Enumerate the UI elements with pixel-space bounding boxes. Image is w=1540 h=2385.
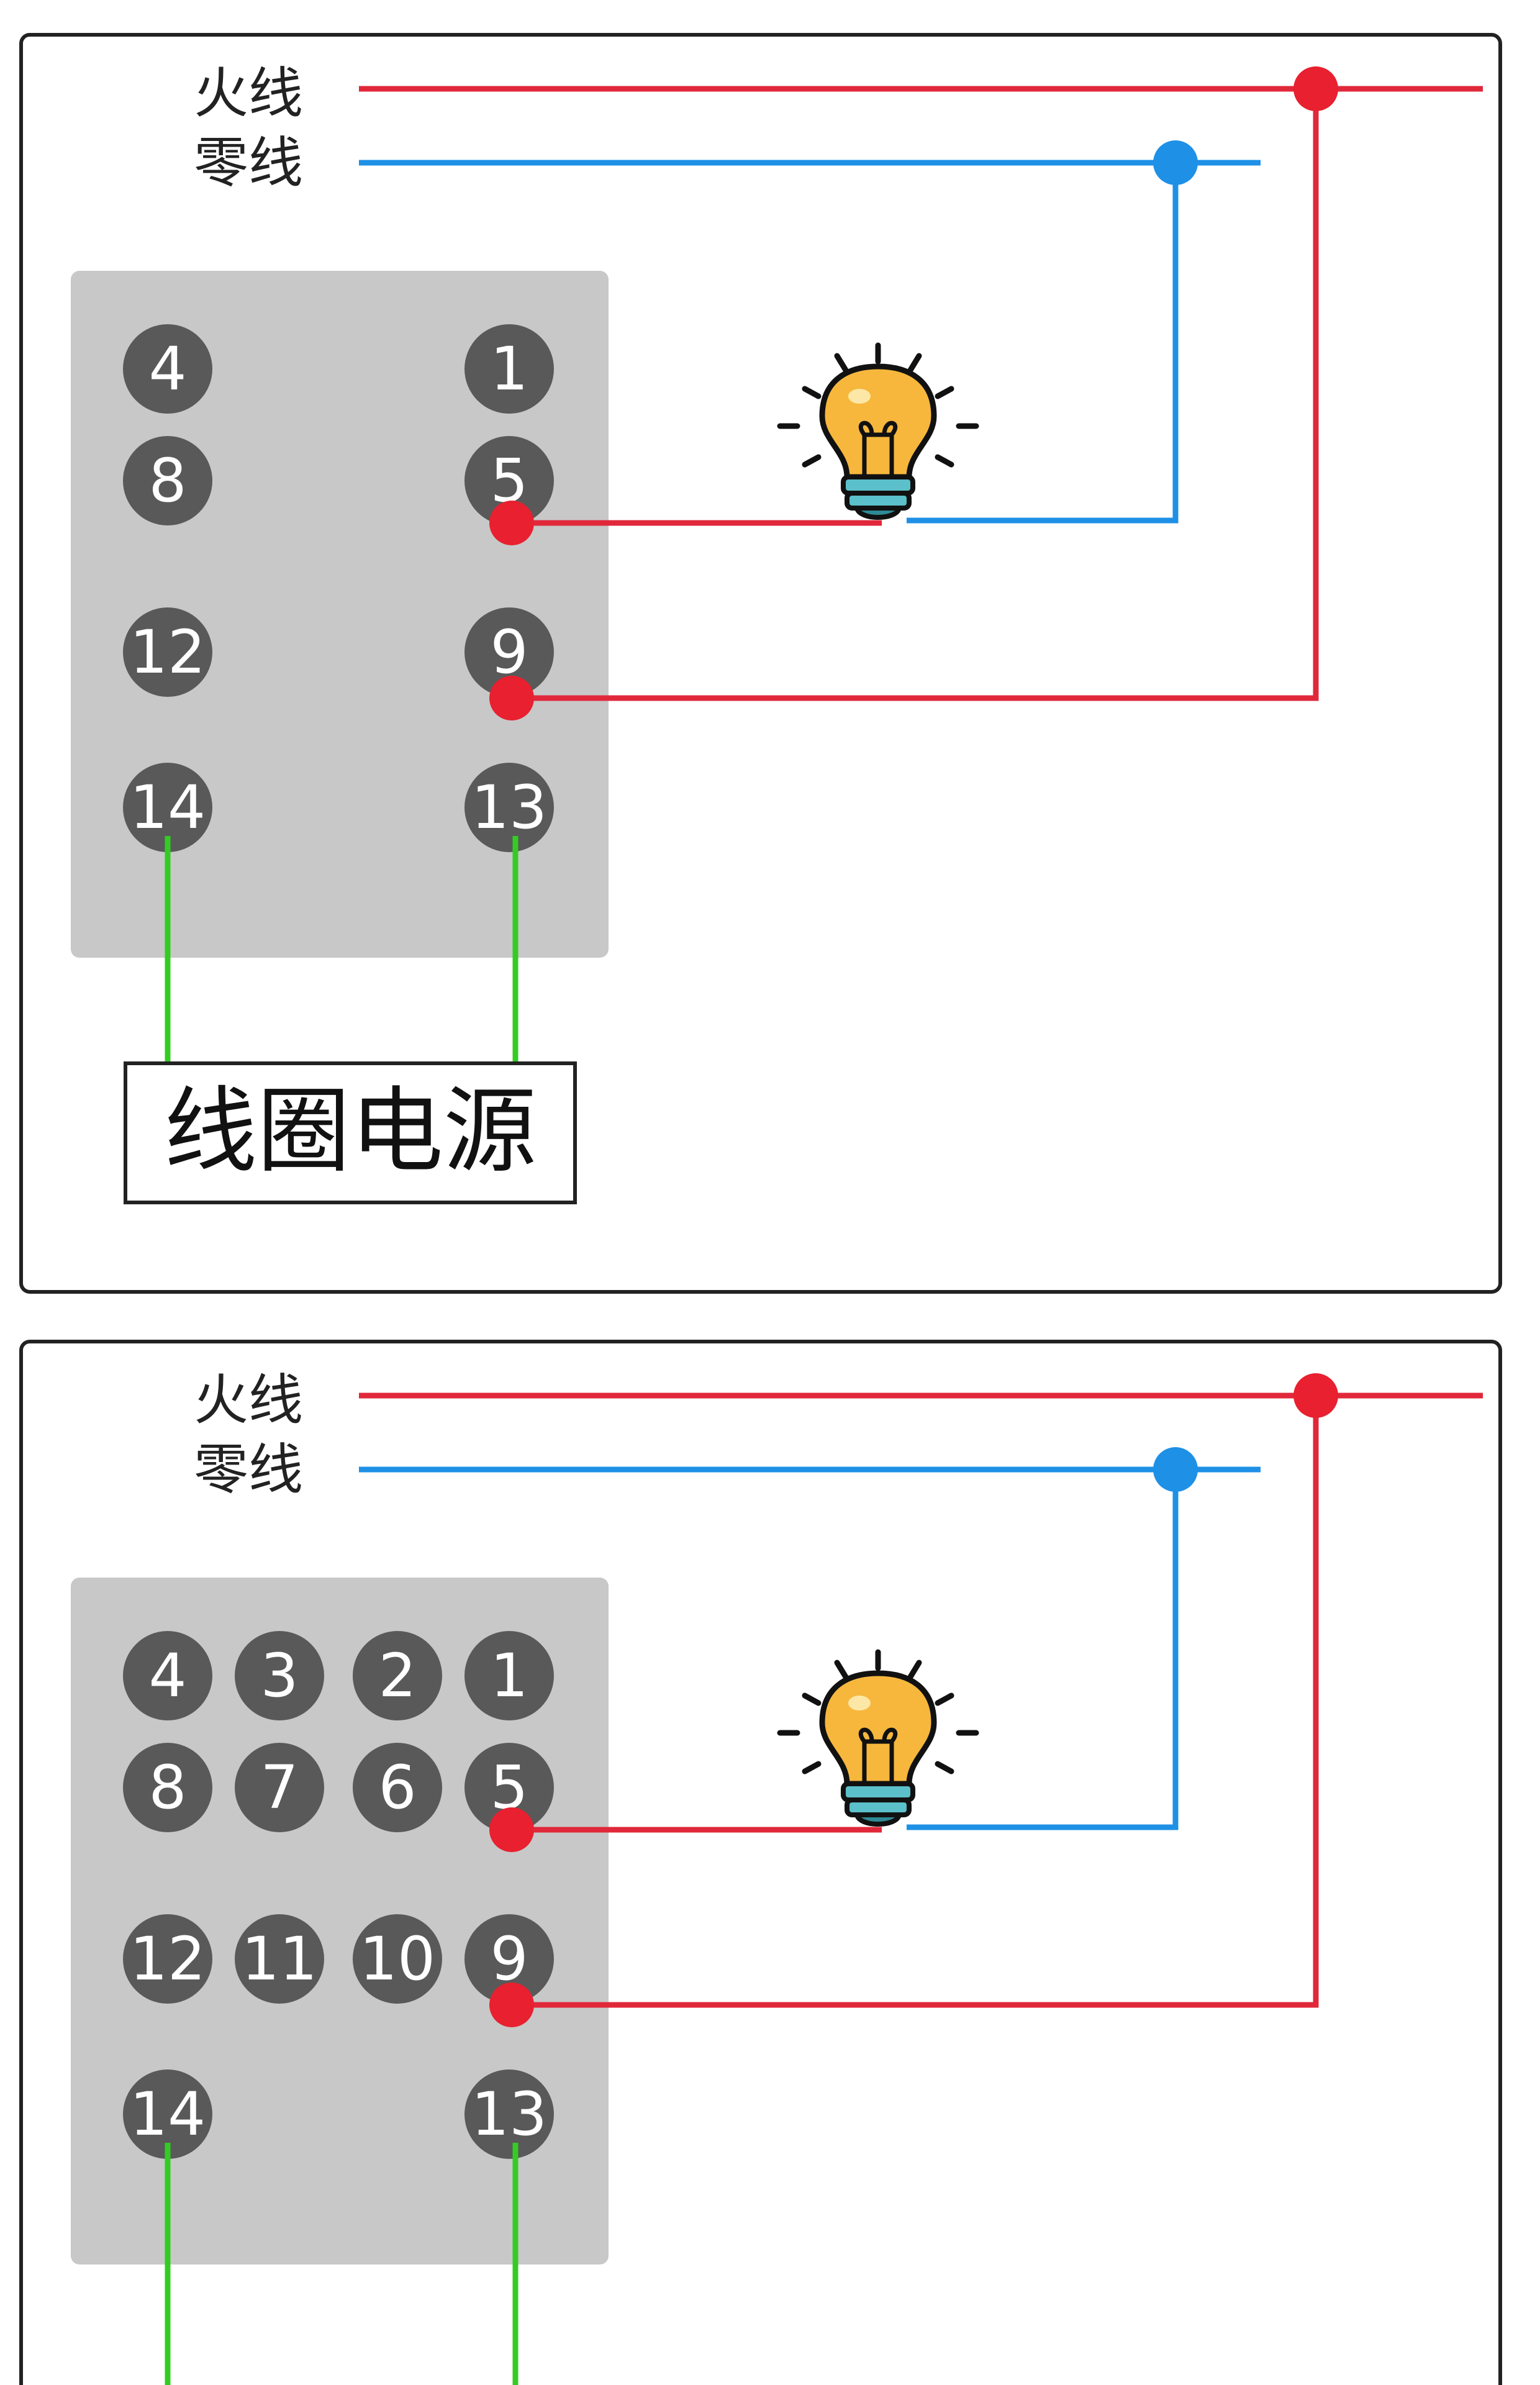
pin-label: 12	[130, 1924, 206, 1994]
pin-9-terminal-dot	[489, 676, 534, 720]
live-label: 火线	[194, 1368, 303, 1432]
pin-5-terminal-dot	[489, 1807, 534, 1852]
relay-pin: 1	[464, 1631, 554, 1720]
pin-label: 1	[490, 334, 528, 404]
neutral-label: 零线	[194, 1438, 303, 1502]
relay-pin: 1	[464, 324, 554, 414]
relay-pin: 11	[235, 1914, 324, 2004]
relay-pin: 3	[235, 1631, 324, 1720]
relay-pin: 7	[235, 1743, 324, 1832]
panel-2: 火线 零线 4 3 2 1 8 7 6 5 12 11 10 9 14 13	[19, 1340, 1502, 2385]
pin-label: 12	[130, 617, 206, 687]
coil-power-box	[124, 1061, 577, 1204]
neutral-junction-dot	[1153, 140, 1198, 185]
pin-label: 13	[471, 2079, 547, 2149]
relay-pin: 12	[123, 607, 212, 697]
relay-pin: 13	[464, 2069, 554, 2159]
pin-label: 3	[260, 1641, 298, 1710]
pin-label: 4	[148, 334, 186, 404]
relay-pin: 6	[353, 1743, 442, 1832]
pin-label: 14	[130, 773, 206, 842]
pin-label: 13	[471, 773, 547, 842]
relay-pin: 12	[123, 1914, 212, 2004]
neutral-junction-dot	[1153, 1447, 1198, 1492]
relay-pin: 8	[123, 436, 212, 525]
pin-label: 11	[242, 1924, 317, 1994]
pin-label: 10	[360, 1924, 435, 1994]
coil-power-label: 线圈电源	[164, 1078, 537, 1186]
pin-label: 8	[148, 1753, 186, 1822]
pin-label: 14	[130, 2079, 206, 2149]
pin-label: 1	[490, 1641, 528, 1710]
panel-1: 火线 零线 4 1 8 5 12 9 14 13 线圈电源	[19, 33, 1502, 1294]
pin-label: 8	[148, 446, 186, 516]
relay-pin: 8	[123, 1743, 212, 1832]
lamp-neutral-wire	[907, 1470, 1179, 1830]
relay-pin: 10	[353, 1914, 442, 2004]
live-label: 火线	[194, 61, 303, 125]
pin-label: 4	[148, 1641, 186, 1710]
relay-pin: 4	[123, 1631, 212, 1720]
pin-label: 6	[378, 1753, 416, 1822]
lamp-neutral-wire	[907, 163, 1179, 524]
common-live-wire	[512, 89, 1319, 701]
relay-pin: 9	[464, 607, 554, 697]
relay-pin: 13	[464, 763, 554, 852]
relay-pin: 14	[123, 763, 212, 852]
relay-pin: 2	[353, 1631, 442, 1720]
live-junction-dot	[1293, 66, 1338, 111]
neutral-label: 零线	[194, 131, 303, 195]
relay-pin: 14	[123, 2069, 212, 2159]
pin-label: 7	[260, 1753, 298, 1822]
pin-label: 9	[490, 1924, 528, 1994]
pin-9-terminal-dot	[489, 1983, 534, 2027]
pin-5-terminal-dot	[489, 501, 534, 545]
relay-pin: 9	[464, 1914, 554, 2004]
live-junction-dot	[1293, 1373, 1338, 1418]
relay-pin: 4	[123, 324, 212, 414]
common-live-wire	[512, 1396, 1319, 2008]
pin-label: 2	[378, 1641, 416, 1710]
pin-label: 9	[490, 617, 528, 687]
